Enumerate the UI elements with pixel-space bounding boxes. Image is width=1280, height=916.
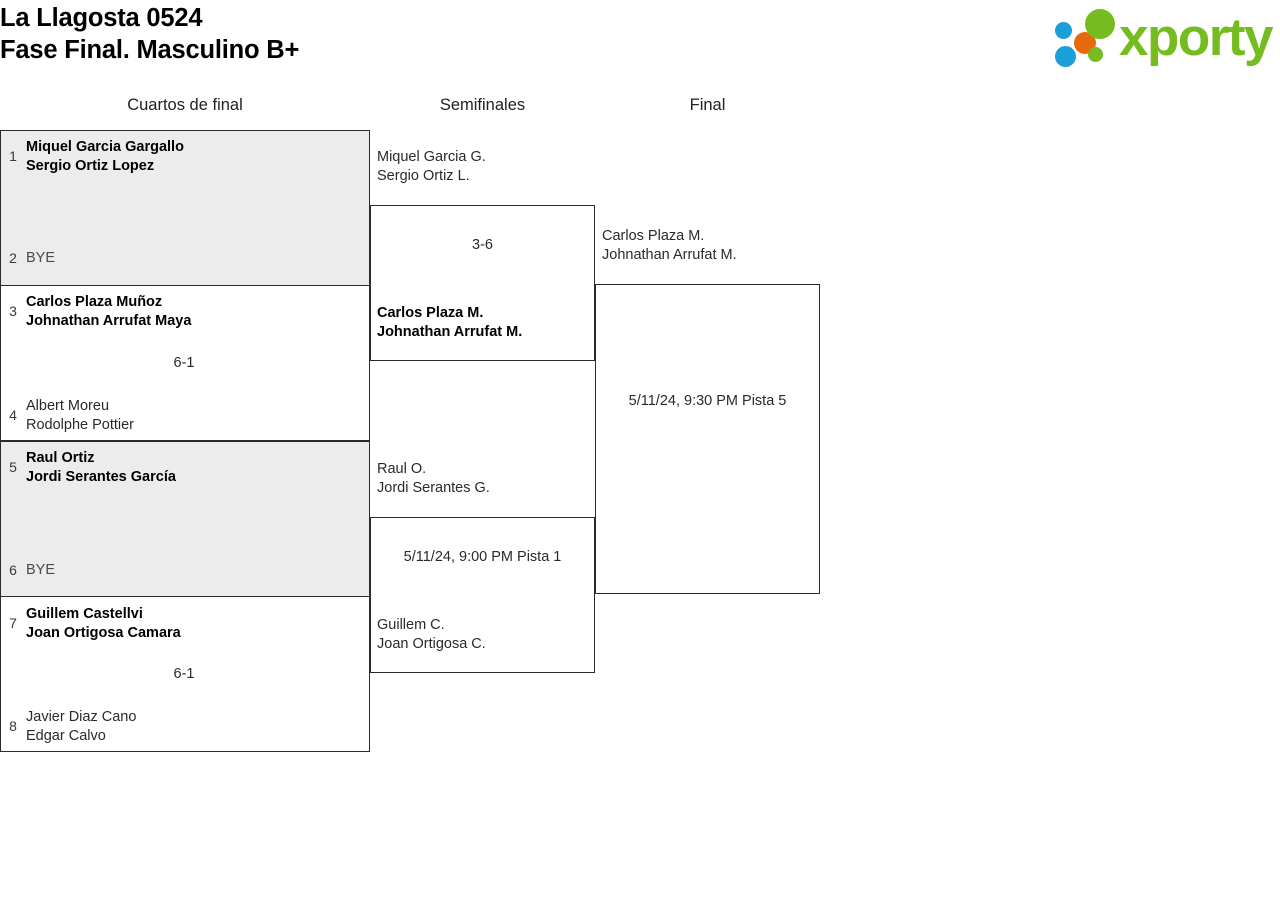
player-name-1: BYE: [26, 250, 56, 266]
seed-number: 2: [9, 250, 17, 266]
player-name-2: Jordi Serantes G.: [377, 479, 490, 496]
seed-number: 3: [9, 303, 17, 320]
player-name-2: Sergio Ortiz Lopez: [26, 157, 155, 174]
logo-dots-icon: [1053, 6, 1125, 68]
logo-dot-blue-small: [1055, 22, 1072, 39]
tournament-name: La Llagosta 0524: [0, 4, 203, 32]
match-schedule-final: 5/11/24, 9:30 PM Pista 5: [628, 393, 787, 409]
competitor-qf-1-top[interactable]: 1 Miquel Garcia Gargallo Sergio Ortiz Lo…: [0, 138, 370, 175]
match-box-qf-3[interactable]: [0, 441, 370, 597]
player-name-1: Javier Diaz Cano: [26, 709, 137, 725]
competitor-sf-1-bottom[interactable]: Carlos Plaza M. Johnathan Arrufat M.: [377, 304, 522, 341]
competitor-sf-1-top[interactable]: Miquel Garcia G. Sergio Ortiz L.: [377, 148, 486, 185]
player-names: Carlos Plaza Muñoz Johnathan Arrufat May…: [26, 293, 191, 330]
match-score-qf-2: 6-1: [173, 355, 195, 371]
tournament-phase: Fase Final. Masculino B+: [0, 36, 300, 64]
player-name-2: Edgar Calvo: [26, 727, 106, 744]
player-name-2: Rodolphe Pottier: [26, 416, 135, 433]
competitor-sf-2-bottom[interactable]: Guillem C. Joan Ortigosa C.: [377, 616, 486, 653]
match-schedule-sf-2: 5/11/24, 9:00 PM Pista 1: [403, 549, 562, 565]
match-box-qf-1[interactable]: [0, 130, 370, 286]
player-names: Guillem Castellvi Joan Ortigosa Camara: [26, 605, 181, 642]
player-names: Albert Moreu Rodolphe Pottier: [26, 397, 134, 434]
competitor-qf-2-bottom[interactable]: 4 Albert Moreu Rodolphe Pottier: [0, 397, 370, 434]
match-box-sf-1[interactable]: [370, 205, 595, 361]
player-name-2: Joan Ortigosa Camara: [26, 624, 181, 641]
player-names: Raul Ortiz Jordi Serantes García: [26, 449, 176, 486]
player-name-1: Raul O.: [377, 461, 427, 477]
player-name-1: Carlos Plaza M.: [377, 305, 484, 321]
competitor-qf-2-top[interactable]: 3 Carlos Plaza Muñoz Johnathan Arrufat M…: [0, 293, 370, 330]
player-name-1: Guillem Castellvi: [26, 606, 143, 622]
player-name-1: Raul Ortiz: [26, 450, 95, 466]
match-box-qf-4[interactable]: [0, 596, 370, 752]
competitor-qf-1-bottom[interactable]: 2 BYE: [0, 249, 370, 268]
competitor-qf-3-bottom[interactable]: 6 BYE: [0, 561, 370, 580]
competitor-qf-4-top[interactable]: 7 Guillem Castellvi Joan Ortigosa Camara: [0, 605, 370, 642]
player-name-2: Jordi Serantes García: [26, 468, 176, 485]
player-name-1: Carlos Plaza Muñoz: [26, 294, 163, 310]
match-score-qf-4: 6-1: [173, 666, 195, 682]
xporty-logo[interactable]: xporty: [1053, 6, 1275, 68]
seed-number: 4: [9, 407, 17, 424]
player-name-2: Joan Ortigosa C.: [377, 635, 486, 652]
player-names: Javier Diaz Cano Edgar Calvo: [26, 708, 136, 745]
tournament-header: La Llagosta 0524 Fase Final. Masculino B…: [0, 0, 1280, 80]
player-name-2: Johnathan Arrufat Maya: [26, 312, 192, 329]
match-box-qf-2[interactable]: [0, 285, 370, 441]
competitor-qf-4-bottom[interactable]: 8 Javier Diaz Cano Edgar Calvo: [0, 708, 370, 745]
seed-number: 6: [9, 562, 17, 578]
logo-dot-green-small: [1088, 47, 1103, 62]
match-box-sf-2[interactable]: [370, 517, 595, 673]
seed-number: 8: [9, 718, 17, 735]
round-header-final: Final: [689, 96, 726, 114]
player-name-1: Albert Moreu: [26, 398, 110, 414]
competitor-final-top[interactable]: Carlos Plaza M. Johnathan Arrufat M.: [602, 227, 737, 264]
player-names: BYE: [26, 249, 55, 268]
round-header-quarterfinals: Cuartos de final: [127, 96, 243, 114]
player-name-1: Carlos Plaza M.: [602, 228, 705, 244]
player-name-1: Miquel Garcia G.: [377, 149, 486, 165]
player-name-2: Johnathan Arrufat M.: [377, 323, 523, 340]
player-names: Miquel Garcia Gargallo Sergio Ortiz Lope…: [26, 138, 184, 175]
round-header-semifinals: Semifinales: [439, 96, 526, 114]
player-name-2: Sergio Ortiz L.: [377, 167, 470, 184]
match-score-sf-1: 3-6: [472, 237, 493, 253]
seed-number: 5: [9, 459, 17, 476]
player-names: BYE: [26, 561, 55, 580]
player-name-1: BYE: [26, 562, 56, 578]
logo-wordmark: xporty: [1119, 8, 1273, 67]
page-title: La Llagosta 0524 Fase Final. Masculino B…: [0, 2, 299, 66]
seed-number: 7: [9, 615, 17, 632]
competitor-sf-2-top[interactable]: Raul O. Jordi Serantes G.: [377, 460, 490, 497]
logo-dot-green-large: [1085, 9, 1115, 39]
competitor-qf-3-top[interactable]: 5 Raul Ortiz Jordi Serantes García: [0, 449, 370, 486]
match-box-final[interactable]: [595, 284, 820, 594]
player-name-1: Miquel Garcia Gargallo: [26, 139, 184, 155]
player-name-1: Guillem C.: [377, 617, 445, 633]
player-name-2: Johnathan Arrufat M.: [602, 246, 737, 263]
seed-number: 1: [9, 148, 17, 165]
logo-dot-blue-large: [1055, 46, 1076, 67]
